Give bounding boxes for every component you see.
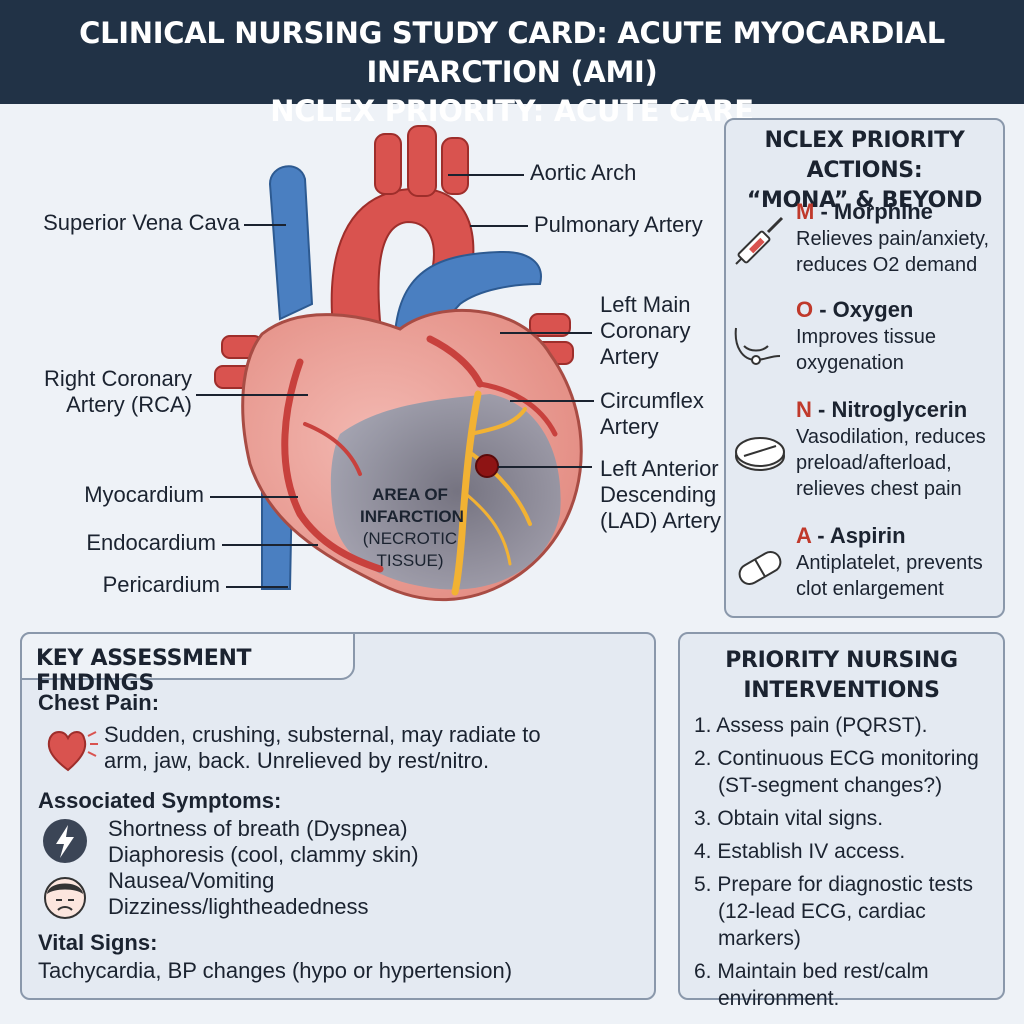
leader-aortic-arch [448, 174, 524, 176]
symptom-diaphoresis: Diaphoresis (cool, clammy skin) [108, 842, 419, 867]
intervention-item: 3. Obtain vital signs. [694, 807, 884, 830]
nasal-cannula-icon [732, 316, 788, 372]
tablet-icon [732, 426, 788, 482]
assessment-title: KEY ASSESSMENT FINDINGS [20, 632, 355, 696]
aortic-branch-2 [407, 125, 437, 197]
mona-title: NCLEX PRIORITY ACTIONS: “MONA” & BEYOND [746, 128, 983, 213]
left-main-coronary [426, 335, 484, 388]
page-subtitle: NCLEX PRIORITY: ACUTE CARE [270, 94, 754, 128]
assessment-panel: KEY ASSESSMENT FINDINGS Chest Pain: Sudd… [20, 632, 656, 1000]
label-endocardium: Endocardium [86, 530, 216, 555]
intervention-item: 2. Continuous ECG monitoring (ST-segment… [694, 747, 979, 797]
occlusion-clot [475, 454, 499, 478]
intervention-item: 6. Maintain bed rest/calm environment. [694, 960, 929, 1010]
label-myocardium: Myocardium [84, 482, 204, 507]
interventions-list: 1. Assess pain (PQRST). 2. Continuous EC… [694, 712, 1004, 1018]
infarction-label: AREA OF INFARCTION (NECROTIC TISSUE) [360, 485, 464, 570]
leader-pulmonary-artery [470, 225, 528, 227]
intervention-item: 4. Establish IV access. [694, 840, 906, 863]
page-title: CLINICAL NURSING STUDY CARD: ACUTE MYOCA… [79, 16, 945, 89]
capsule-icon [732, 540, 788, 596]
label-lad: Left Anterior Descending (LAD) Artery [600, 456, 722, 533]
label-left-main-coronary: Left Main Coronary Artery [600, 292, 691, 369]
label-circumflex: Circumflex Artery [600, 388, 704, 439]
associated-symptoms-label: Associated Symptoms: [38, 788, 282, 813]
lightning-icon [42, 818, 88, 864]
lad-artery [451, 390, 482, 596]
mona-item-aspirin: A - Aspirin Antiplatelet, prevents clot … [796, 523, 983, 600]
rca-branch [303, 422, 362, 476]
syringe-icon [732, 212, 788, 268]
symptom-dyspnea: Shortness of breath (Dyspnea) [108, 816, 408, 841]
intervention-item: 1. Assess pain (PQRST). [694, 714, 928, 737]
sick-face-icon [42, 874, 88, 920]
lad-branch-2 [468, 407, 527, 436]
label-pulmonary-artery: Pulmonary Artery [534, 212, 703, 237]
leader-left-main [500, 332, 592, 334]
vital-signs-label: Vital Signs: [38, 930, 158, 955]
chest-pain-text-2: arm, jaw, back. Unrelieved by rest/nitro… [104, 748, 490, 773]
right-coronary-artery [281, 358, 384, 573]
leader-endocardium [222, 544, 318, 546]
heart-pain-icon [44, 726, 100, 774]
mona-panel: NCLEX PRIORITY ACTIONS: “MONA” & BEYOND … [724, 118, 1005, 618]
symptom-nausea: Nausea/Vomiting [108, 868, 275, 893]
chest-pain-text-1: Sudden, crushing, substernal, may radiat… [104, 722, 541, 747]
symptom-dizziness: Dizziness/lightheadedness [108, 894, 369, 919]
leader-circumflex [510, 400, 594, 402]
aortic-branch-3 [441, 137, 469, 195]
chest-pain-label: Chest Pain: [38, 690, 160, 715]
heart-illustration [214, 125, 583, 602]
label-aortic-arch: Aortic Arch [530, 160, 637, 185]
mona-item-oxygen: O - Oxygen Improves tissue oxygenation [796, 297, 937, 374]
aortic-branch-1 [374, 133, 402, 195]
pulmonary-vein-1 [529, 313, 571, 337]
superior-vena-cava [268, 165, 314, 321]
leader-pericardium [226, 586, 288, 588]
page-header: CLINICAL NURSING STUDY CARD: ACUTE MYOCA… [0, 0, 1024, 128]
heart-diagram: AREA OF INFARCTION (NECROTIC TISSUE) Sup… [0, 104, 722, 624]
leader-rca [196, 394, 308, 396]
label-rca: Right Coronary Artery (RCA) [44, 366, 192, 417]
label-pericardium: Pericardium [102, 572, 220, 597]
interventions-title: PRIORITY NURSING INTERVENTIONS [725, 648, 958, 703]
mona-item-nitroglycerin: N - Nitroglycerin Vasodilation, reduces … [796, 397, 986, 500]
interventions-panel: PRIORITY NURSING INTERVENTIONS 1. Assess… [678, 632, 1005, 1010]
lad-branch-3 [464, 492, 512, 566]
mona-item-morphine: M - Morphine Relieves pain/anxiety, redu… [796, 199, 990, 276]
leader-svc [244, 224, 286, 226]
vital-signs-text: Tachycardia, BP changes (hypo or hyperte… [38, 958, 513, 983]
intervention-item: 5. Prepare for diagnostic tests (12-lead… [694, 873, 973, 950]
label-superior-vena-cava: Superior Vena Cava [43, 210, 240, 235]
circumflex-artery [477, 381, 558, 437]
leader-myocardium [210, 496, 298, 498]
leader-lad [498, 466, 592, 468]
